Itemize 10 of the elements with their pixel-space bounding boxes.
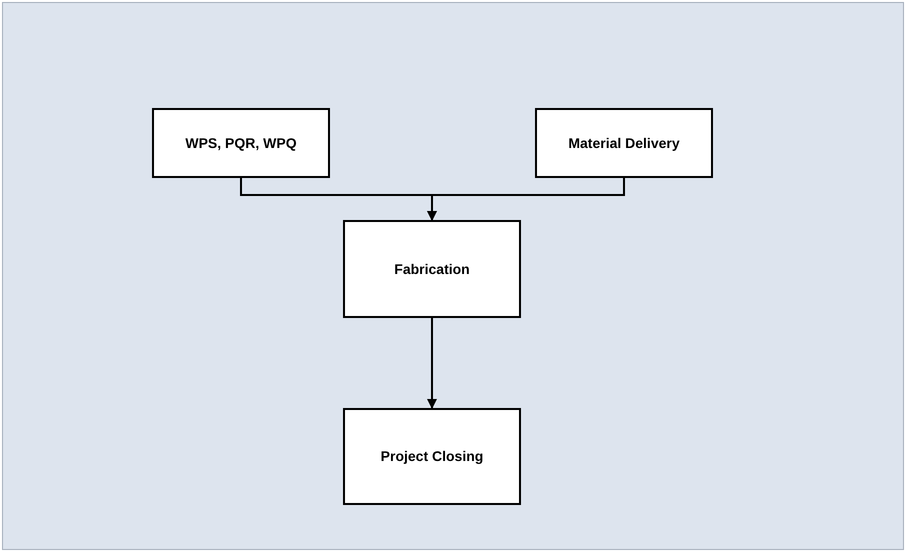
process-box bbox=[343, 408, 521, 505]
box-label: Project Closing bbox=[380, 447, 484, 466]
box-label: Material Delivery bbox=[568, 134, 680, 153]
process-box bbox=[343, 220, 521, 318]
box-label: Fabrication bbox=[394, 260, 470, 278]
arrow bbox=[427, 318, 437, 409]
process-box bbox=[535, 108, 713, 178]
arrow bbox=[427, 178, 625, 221]
process-box bbox=[152, 108, 330, 178]
box-label: WPS, PQR, WPQ bbox=[185, 134, 297, 153]
